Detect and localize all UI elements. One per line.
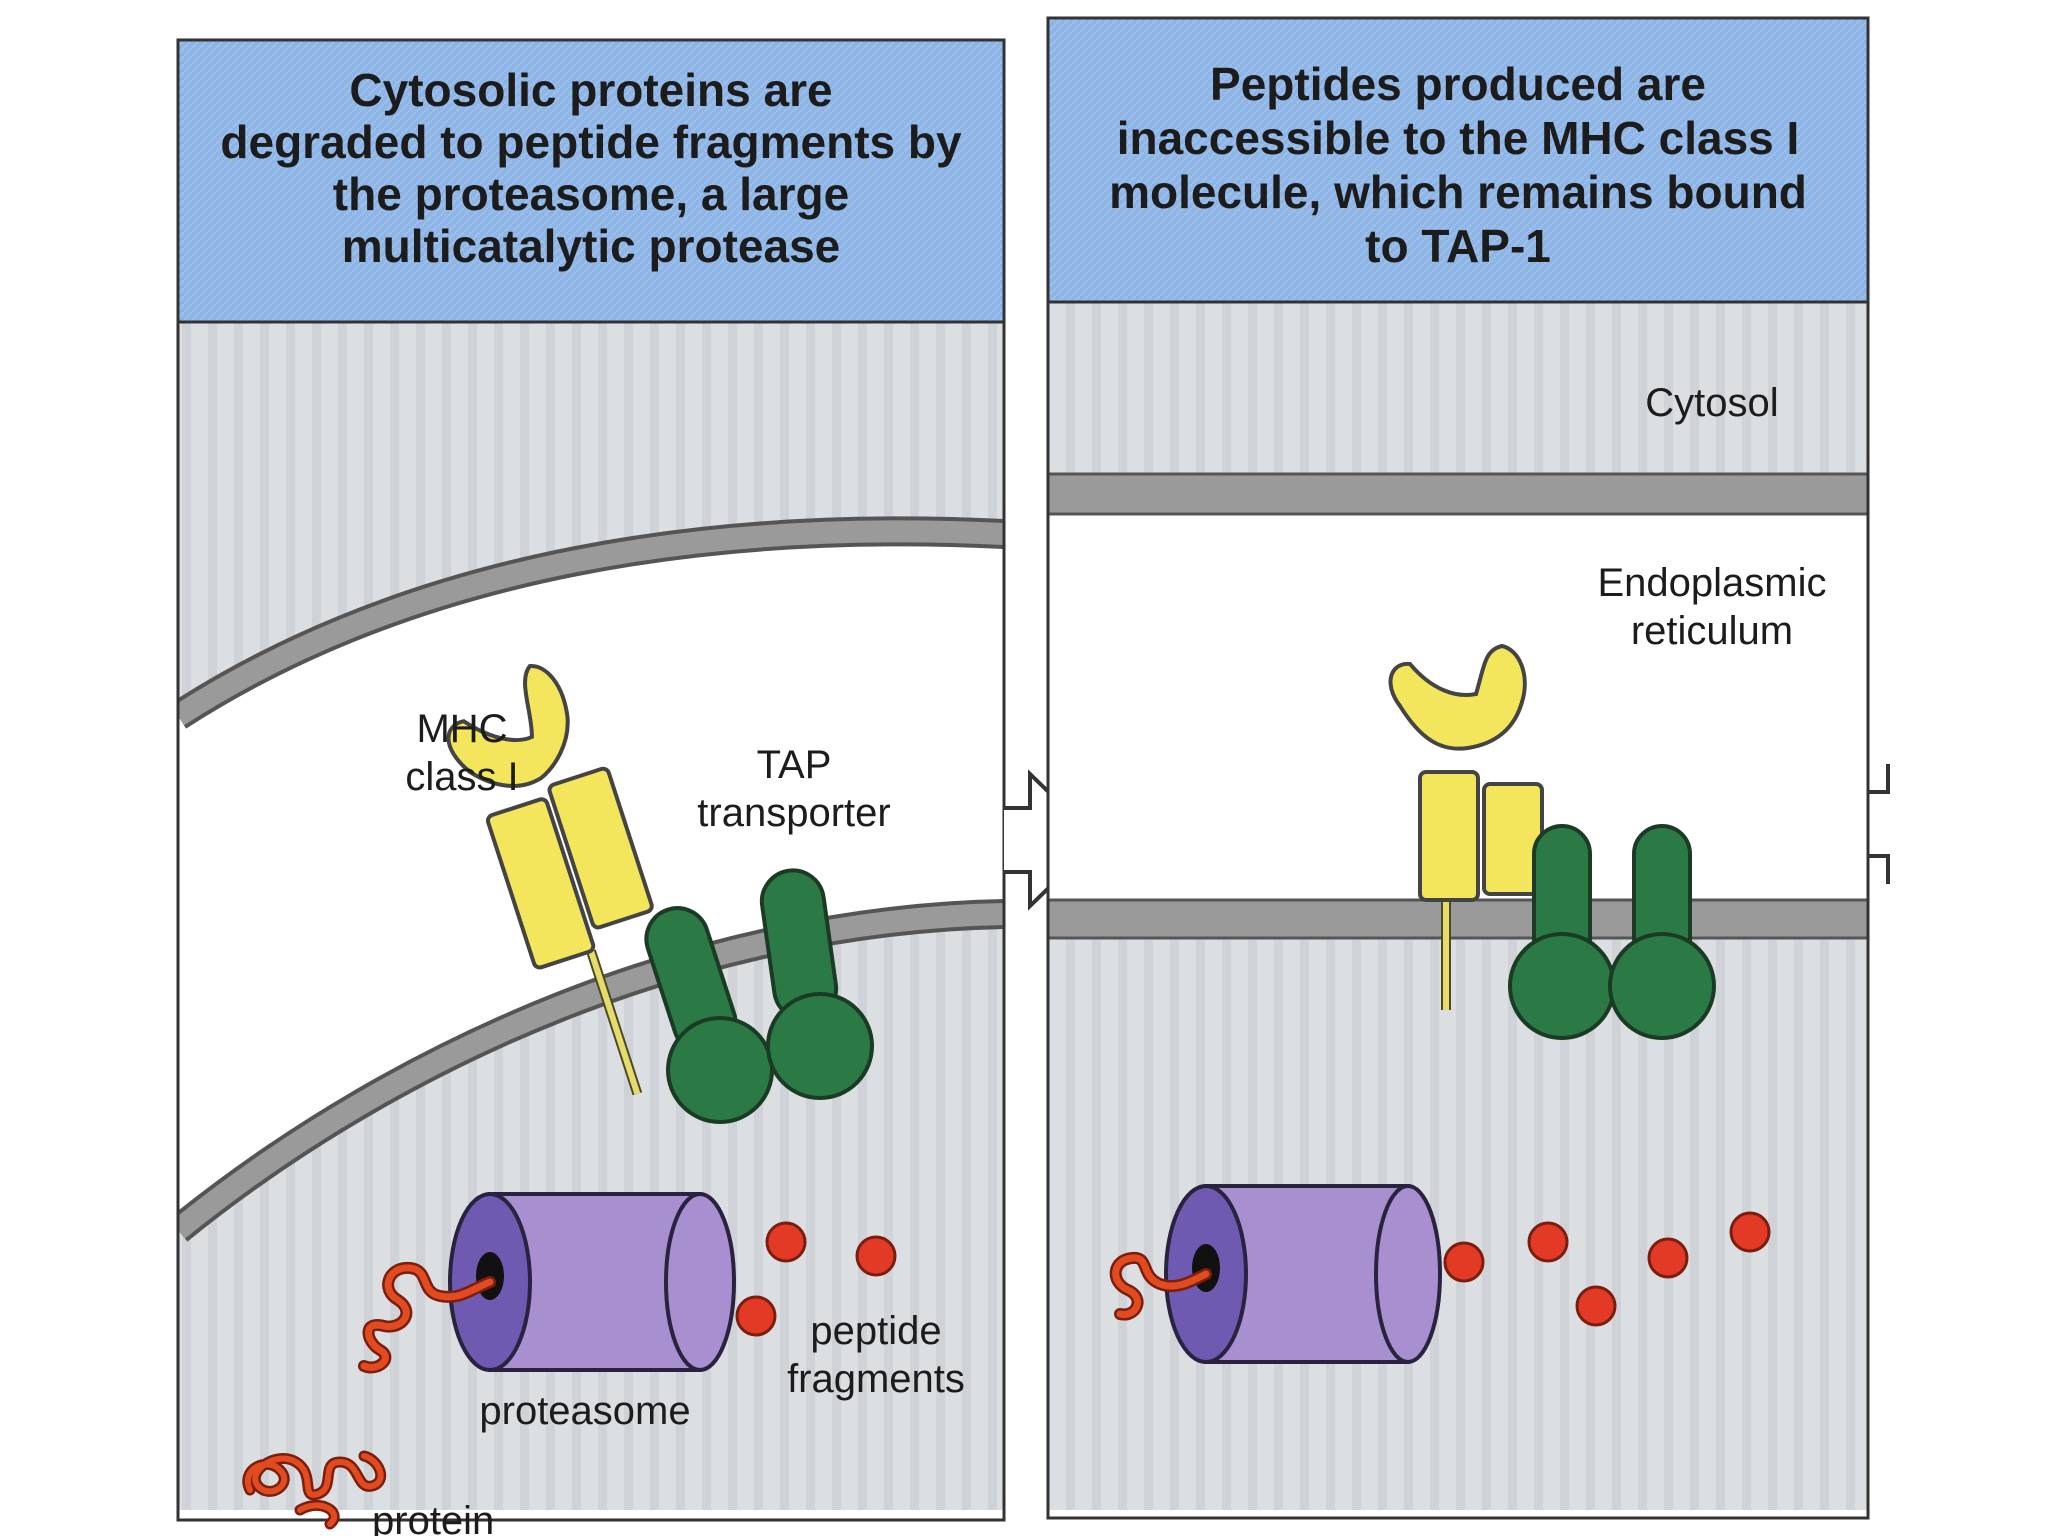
- caption-box-right: [1046, 16, 1870, 304]
- peptide-fragment-icon: [1575, 1285, 1617, 1327]
- peptide-fragment-icon: [735, 1295, 777, 1337]
- mhc-class-i-molecule-icon: [1388, 643, 1544, 1010]
- label-peptides-line-2: fragments: [787, 1357, 965, 1401]
- tap-transporter-icon: [1508, 824, 1716, 1040]
- peptide-fragment-icon: [1527, 1221, 1569, 1263]
- caption-left-line-4: multicatalytic protease: [342, 220, 841, 272]
- panel-right: Peptides produced are inaccessible to th…: [1046, 16, 1890, 1520]
- peptide-fragment-icon: [1729, 1211, 1771, 1253]
- caption-left-line-3: the proteasome, a large: [333, 168, 849, 220]
- peptide-fragment-icon: [1647, 1237, 1689, 1279]
- caption-left-line-2: degraded to peptide fragments by: [220, 116, 962, 168]
- label-er-line-2: reticulum: [1631, 609, 1793, 653]
- label-cytosol: Cytosol: [1645, 381, 1778, 425]
- er-membrane-lower-right: [1048, 898, 1868, 940]
- mhc-class-i-molecule-icon: [446, 664, 654, 1096]
- tap-transporter-icon: [644, 868, 874, 1124]
- peptide-fragment-icon: [765, 1221, 807, 1263]
- caption-right-line-2: inaccessible to the MHC class I: [1117, 112, 1800, 164]
- label-proteasome: proteasome: [479, 1389, 690, 1433]
- label-peptides-line-1: peptide: [810, 1309, 941, 1353]
- peptide-fragment-icon: [1443, 1241, 1485, 1283]
- label-tap-line-1: TAP: [757, 743, 832, 787]
- peptide-fragments-right: [1443, 1211, 1771, 1327]
- label-mhc-line-1: MHC: [416, 707, 507, 751]
- caption-right-line-1: Peptides produced are: [1210, 58, 1706, 110]
- label-mhc-line-2: class I: [405, 755, 518, 799]
- proteasome-cylinder-icon: [1164, 1184, 1442, 1364]
- peptide-fragment-icon: [855, 1235, 897, 1277]
- next-arrow-fragment: [1868, 764, 1890, 884]
- label-er-line-1: Endoplasmic: [1597, 561, 1826, 605]
- label-protein: protein: [372, 1499, 494, 1536]
- caption-box-left: [176, 38, 1006, 324]
- peptide-fragments-left: [735, 1221, 897, 1337]
- caption-right-line-3: molecule, which remains bound: [1109, 166, 1807, 218]
- panel-left: Cytosolic proteins are degraded to pepti…: [176, 38, 1006, 1536]
- caption-left-line-1: Cytosolic proteins are: [349, 64, 832, 116]
- er-membrane-upper-right: [1048, 472, 1868, 516]
- caption-right-line-4: to TAP-1: [1365, 220, 1551, 272]
- label-tap-line-2: transporter: [697, 791, 890, 835]
